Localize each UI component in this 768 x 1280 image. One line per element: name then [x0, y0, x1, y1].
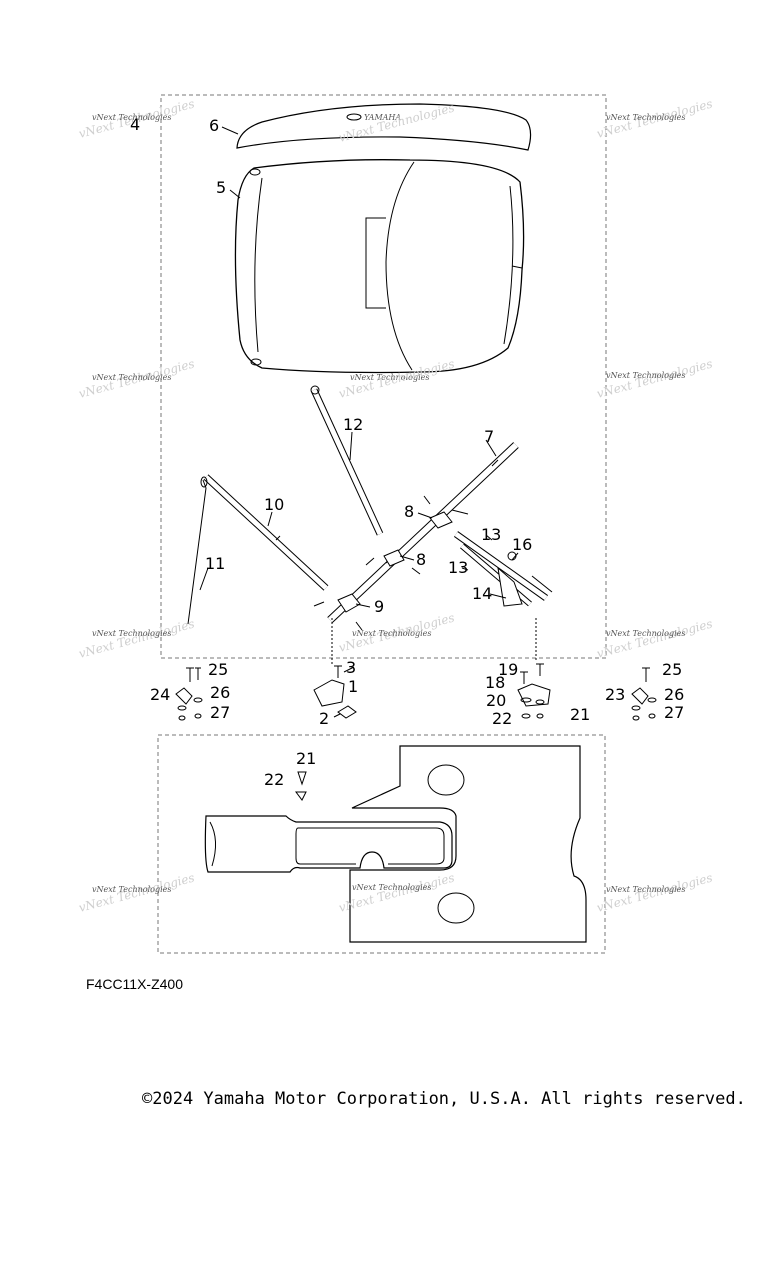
hardware-right [631, 667, 657, 721]
strap-11 [187, 479, 207, 625]
svg-text:vNext Technologies: vNext Technologies [352, 883, 431, 892]
clip-21 [295, 771, 307, 801]
floor-mat [204, 745, 587, 943]
canvas-inner-left [254, 177, 263, 353]
callout-labels: 4 6 5 12 7 10 8 13 16 8 11 13 14 9 3 25 … [130, 115, 684, 789]
hardware-left [175, 667, 203, 721]
canvas-inner-right [503, 185, 514, 345]
callout-12: 12 [343, 415, 363, 434]
strap-end [200, 476, 208, 488]
canvas-corner-tl [249, 168, 261, 176]
callout-27a: 27 [210, 703, 230, 722]
callout-21: 21 [296, 749, 316, 768]
callout-19: 22 [492, 709, 512, 728]
pole-10 [203, 474, 329, 591]
callout-9: 9 [374, 597, 384, 616]
mat-group-box [157, 734, 606, 954]
svg-text:vNext Technologies: vNext Technologies [606, 629, 685, 638]
svg-text:vNext Technologies: vNext Technologies [606, 885, 685, 894]
callout-5: 5 [216, 178, 226, 197]
svg-text:vNext Technologies: vNext Technologies [350, 373, 429, 382]
bracket-9 [337, 593, 361, 613]
visor-logo [346, 113, 362, 121]
svg-text:vNext Technologies: vNext Technologies [77, 617, 196, 661]
callout-27b: 27 [664, 703, 684, 722]
visor-bar [236, 103, 532, 151]
diagram-code: F4CC11X-Z400 [86, 976, 184, 992]
callout-7: 7 [484, 427, 494, 446]
callout-8a: 8 [404, 502, 414, 521]
callout-15: 16 [512, 535, 532, 554]
callout-26b: 26 [664, 685, 684, 704]
callout-11: 11 [205, 554, 225, 573]
pin-marks [313, 495, 469, 631]
callout-16: 18 [485, 673, 505, 692]
callout-8b: 8 [416, 550, 426, 569]
pole-12 [310, 385, 384, 536]
hardware-center [313, 618, 357, 719]
callout-25b: 25 [662, 660, 682, 679]
callout-2: 2 [319, 709, 329, 728]
upper-group-box [160, 94, 607, 659]
callout-25a: 25 [208, 660, 228, 679]
bracket-8a [429, 511, 453, 529]
pole-13 [453, 531, 553, 607]
callout-20: 21 [570, 705, 590, 724]
callout-23: 23 [605, 685, 625, 704]
canvas-seam [511, 265, 523, 269]
callout-4: 4 [130, 115, 140, 134]
callout-10: 10 [264, 495, 284, 514]
canvas-divider [385, 161, 415, 371]
canvas-flap [365, 217, 386, 309]
svg-text:vNext Technologies: vNext Technologies [352, 629, 431, 638]
callout-17: 19 [498, 660, 518, 679]
svg-text:vNext Technologies: vNext Technologies [92, 373, 171, 382]
callout-18: 20 [486, 691, 506, 710]
svg-text:vNext Technologies: vNext Technologies [606, 371, 685, 380]
copyright-notice: ©2024 Yamaha Motor Corporation, U.S.A. A… [142, 1089, 746, 1109]
svg-text:vNext Technologies: vNext Technologies [92, 629, 171, 638]
callout-24: 24 [150, 685, 170, 704]
callout-13a: 13 [481, 525, 501, 544]
svg-text:vNext Technologies: vNext Technologies [595, 617, 714, 661]
callout-14: 14 [472, 584, 492, 603]
bracket-8b [383, 549, 405, 567]
svg-text:vNext Technologies: vNext Technologies [606, 113, 685, 122]
canvas-corner-bl [250, 358, 262, 366]
callout-6: 6 [209, 116, 219, 135]
callout-1: 1 [348, 677, 358, 696]
hardware-15-19 [517, 618, 551, 719]
callout-3: 3 [346, 658, 356, 677]
callout-26a: 26 [210, 683, 230, 702]
svg-text:vNext Technologies: vNext Technologies [92, 113, 171, 122]
callout-13b: 13 [448, 558, 468, 577]
bimini-canvas [234, 159, 525, 374]
svg-text:vNext Technologies: vNext Technologies [92, 885, 171, 894]
callout-22: 22 [264, 770, 284, 789]
visor-logo-text: YAMAHA [364, 113, 401, 122]
